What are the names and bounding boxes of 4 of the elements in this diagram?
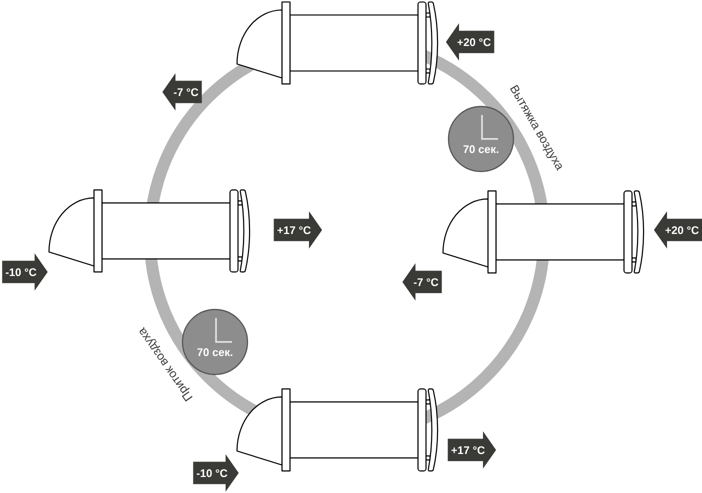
ventilator-drawing xyxy=(442,190,644,274)
ventilator-drawing xyxy=(236,388,438,472)
ventilator-drawing xyxy=(236,1,438,85)
ventilator-drawing xyxy=(48,189,250,273)
